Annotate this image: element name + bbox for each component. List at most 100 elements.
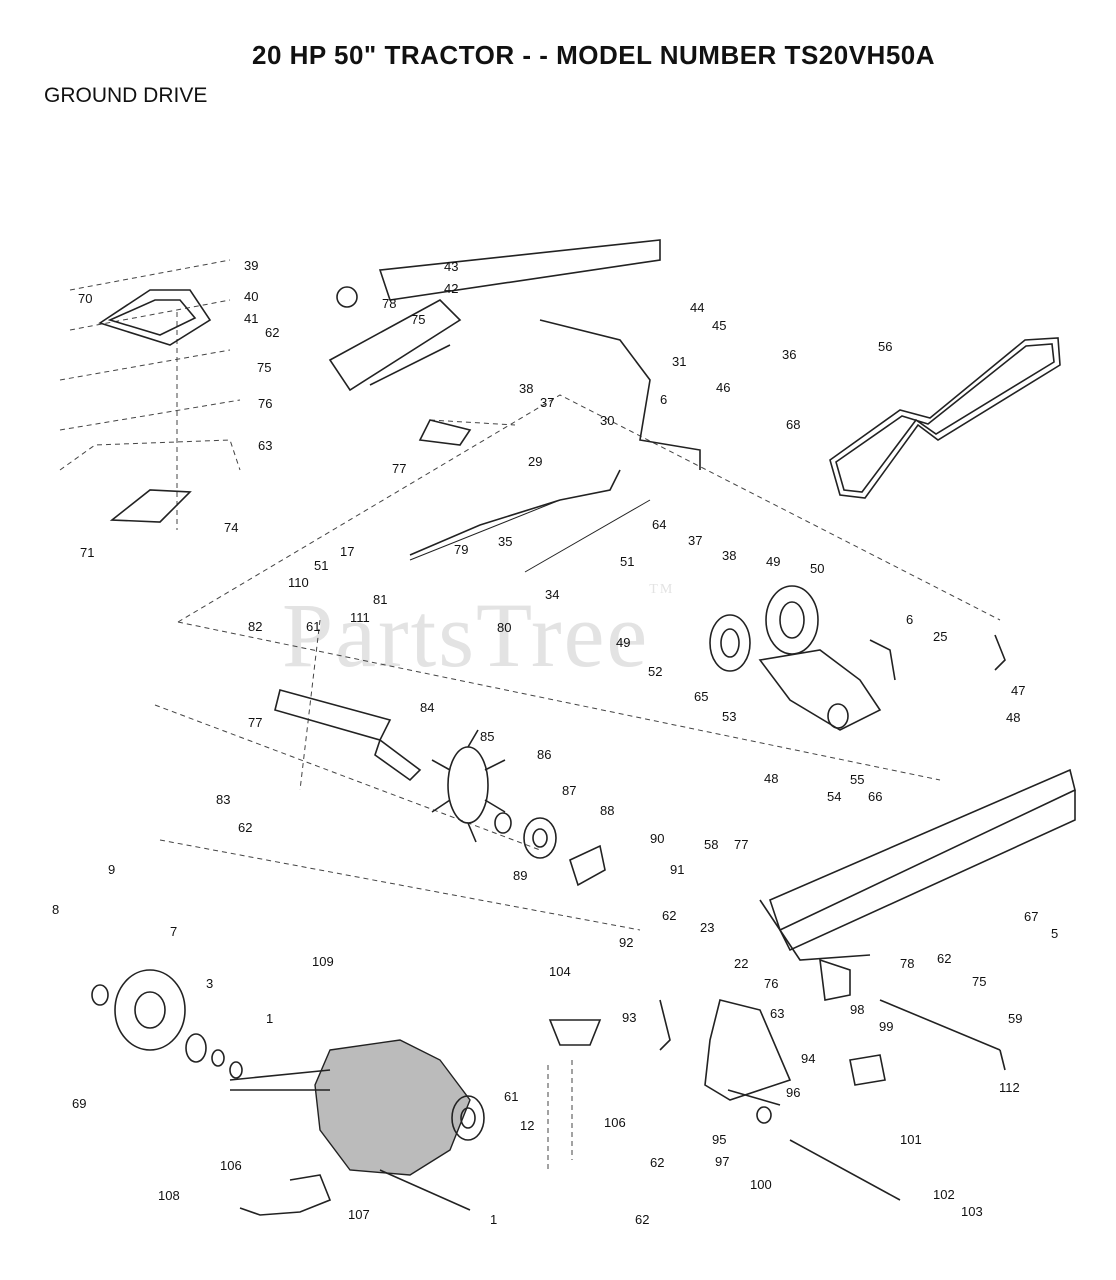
- callout-label: 64: [652, 517, 666, 532]
- callout-label: 96: [786, 1085, 800, 1100]
- callout-label: 52: [648, 664, 662, 679]
- callout-label: 81: [373, 592, 387, 607]
- callout-label: 76: [764, 976, 778, 991]
- callout-label: 91: [670, 862, 684, 877]
- callout-label: 83: [216, 792, 230, 807]
- callout-label: 98: [850, 1002, 864, 1017]
- callout-label: 90: [650, 831, 664, 846]
- callout-label: 78: [382, 296, 396, 311]
- callout-label: 108: [158, 1188, 180, 1203]
- callout-label: 100: [750, 1177, 772, 1192]
- page-title: 20 HP 50" TRACTOR - - MODEL NUMBER TS20V…: [252, 40, 936, 70]
- callout-label: 103: [961, 1204, 983, 1219]
- callout-label: 79: [454, 542, 468, 557]
- callout-label: 88: [600, 803, 614, 818]
- callout-label: 6: [660, 392, 667, 407]
- callout-label: 50: [810, 561, 824, 576]
- callout-label: 76: [258, 396, 272, 411]
- callout-label: 84: [420, 700, 434, 715]
- callout-label: 37: [688, 533, 702, 548]
- callout-label: 36: [782, 347, 796, 362]
- callout-label: 77: [392, 461, 406, 476]
- callout-label: 42: [444, 281, 458, 296]
- callout-label: 47: [1011, 683, 1025, 698]
- callout-label: 38: [519, 381, 533, 396]
- callout-label: 37: [540, 395, 554, 410]
- callout-label: 94: [801, 1051, 815, 1066]
- callout-label: 39: [244, 258, 258, 273]
- callout-label: 59: [1008, 1011, 1022, 1026]
- callout-label: 87: [562, 783, 576, 798]
- callout-label: 62: [937, 951, 951, 966]
- callout-label: 61: [306, 619, 320, 634]
- callout-label: 66: [868, 789, 882, 804]
- callout-label: 93: [622, 1010, 636, 1025]
- brake-linkage: [548, 999, 1006, 1201]
- callout-label: 41: [244, 311, 258, 326]
- callout-label: 70: [78, 291, 92, 306]
- callout-label: 101: [900, 1132, 922, 1147]
- section-heading: GROUND DRIVE: [44, 84, 208, 107]
- callout-label: 95: [712, 1132, 726, 1147]
- callout-label: 110: [288, 575, 309, 590]
- callout-label: 51: [314, 558, 328, 573]
- pedal-assembly: [328, 239, 701, 573]
- callout-label: 62: [650, 1155, 664, 1170]
- callout-label: 62: [662, 908, 676, 923]
- callout-label: 109: [312, 954, 334, 969]
- callout-label: 71: [80, 545, 94, 560]
- callout-label: 46: [716, 380, 730, 395]
- callout-label: 17: [340, 544, 354, 559]
- callout-label: 49: [616, 635, 630, 650]
- callout-label: 7: [170, 924, 177, 939]
- callout-label: 62: [265, 325, 279, 340]
- callout-label: 104: [549, 964, 571, 979]
- callout-label: 1: [266, 1011, 273, 1026]
- callout-label: 43: [444, 259, 458, 274]
- callout-label: 89: [513, 868, 527, 883]
- callout-label: 5: [1051, 926, 1058, 941]
- callout-label: 61: [504, 1089, 518, 1104]
- callout-label: 25: [933, 629, 947, 644]
- callout-label: 44: [690, 300, 704, 315]
- callout-label: 67: [1024, 909, 1038, 924]
- callout-label: 9: [108, 862, 115, 877]
- callout-label: 85: [480, 729, 494, 744]
- callout-label: 48: [764, 771, 778, 786]
- callout-label: 53: [722, 709, 736, 724]
- callout-label: 65: [694, 689, 708, 704]
- callout-label: 1: [490, 1212, 497, 1227]
- callout-label: 92: [619, 935, 633, 950]
- callout-label: 74: [224, 520, 238, 535]
- callout-label: 102: [933, 1187, 955, 1202]
- assembly-guide-lines: [59, 259, 1001, 1170]
- callout-label: 75: [972, 974, 986, 989]
- callout-label: 82: [248, 619, 262, 634]
- callout-label: 69: [72, 1096, 86, 1111]
- callout-label: 78: [900, 956, 914, 971]
- callout-label: 106: [604, 1115, 626, 1130]
- callout-label: 112: [999, 1080, 1020, 1095]
- drive-belt: [829, 337, 1061, 499]
- fender-body: [98, 289, 212, 523]
- callout-label: 8: [52, 902, 59, 917]
- callout-label: 63: [258, 438, 272, 453]
- callout-label: 49: [766, 554, 780, 569]
- callout-label: 6: [906, 612, 913, 627]
- frame-rail: [759, 768, 1076, 1086]
- callout-label: 56: [878, 339, 892, 354]
- callout-labels: 39 40 41 43 42 70 78 62 75 44 45 75 76 3…: [52, 258, 1058, 1227]
- callout-label: 51: [620, 554, 634, 569]
- callout-label: 75: [411, 312, 425, 327]
- callout-label: 86: [537, 747, 551, 762]
- callout-label: 75: [257, 360, 271, 375]
- callout-label: 48: [1006, 710, 1020, 725]
- callout-label: 62: [238, 820, 252, 835]
- callout-label: 35: [498, 534, 512, 549]
- callout-label: 68: [786, 417, 800, 432]
- callout-label: 80: [497, 620, 511, 635]
- callout-label: 77: [734, 837, 748, 852]
- callout-label: 38: [722, 548, 736, 563]
- callout-label: 40: [244, 289, 258, 304]
